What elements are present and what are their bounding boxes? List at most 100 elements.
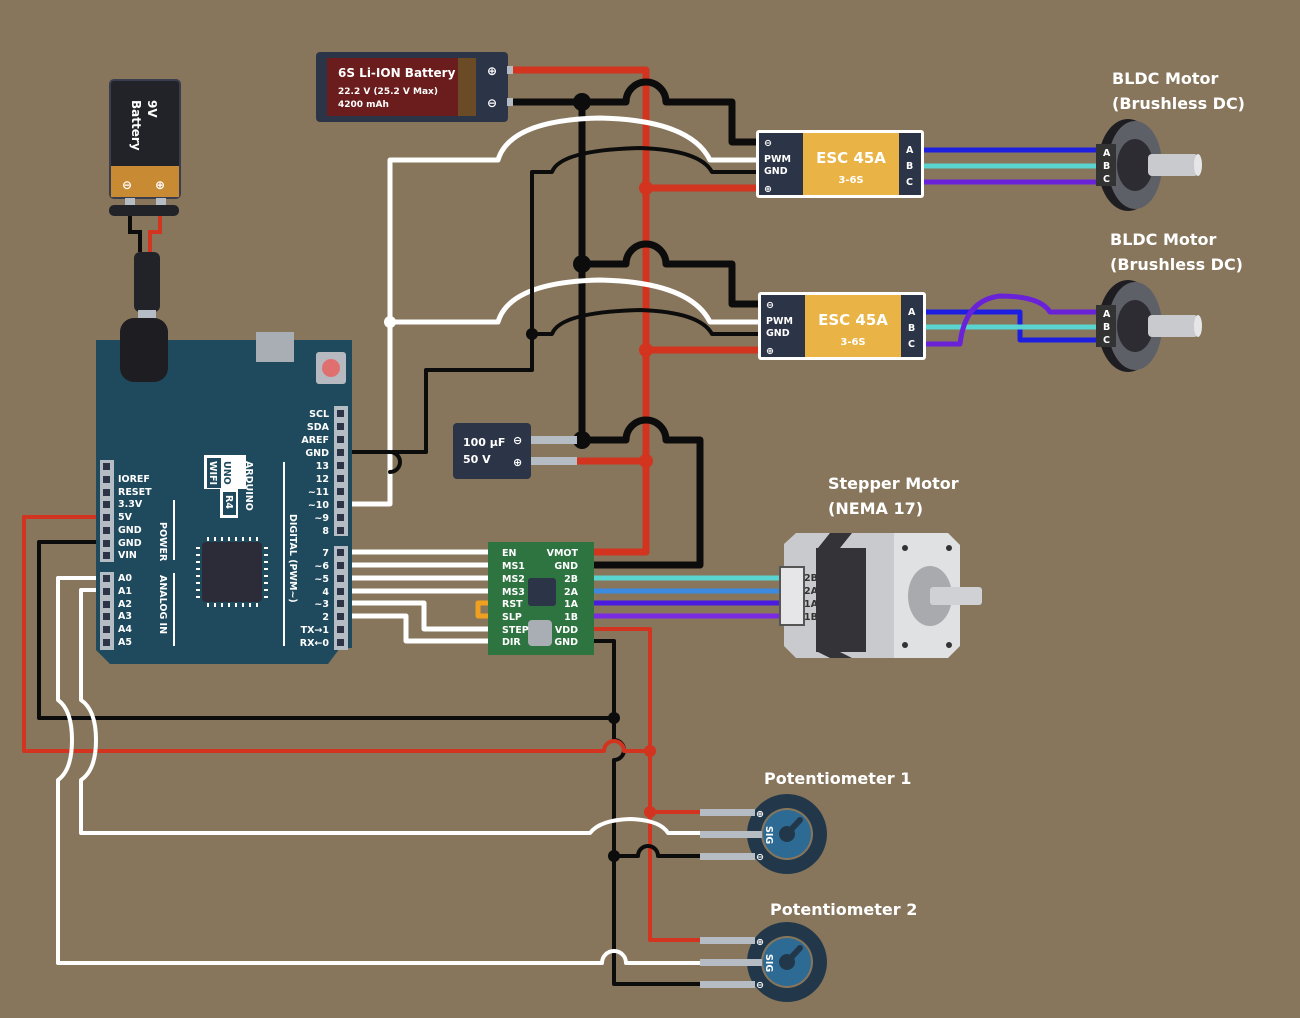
power-label: POWER — [157, 522, 168, 562]
battery-6s[interactable]: 6S Li-ION Battery 22.2 V (25.2 V Max) 42… — [316, 52, 513, 122]
wire-d3-step[interactable] — [349, 600, 493, 632]
potentiometer-1[interactable]: Potentiometer 1 ⊕ SIG ⊖ — [700, 769, 911, 874]
esc-2-a: A — [908, 307, 916, 318]
esc-1-a: A — [906, 145, 914, 156]
stepper-motor[interactable]: Stepper Motor (NEMA 17) 2B 2A 1A 1B — [779, 474, 982, 658]
pin-label: RX←0 — [300, 638, 330, 649]
pin-label: ~6 — [314, 561, 329, 572]
bldc-1-pin-a: A — [1103, 148, 1111, 159]
junction — [608, 850, 620, 862]
driver-pin: EN — [502, 548, 516, 559]
wire-driver-vdd[interactable] — [590, 627, 762, 942]
bldc-1-title: BLDC Motor — [1112, 69, 1219, 88]
pot-1-minus-icon: ⊖ — [756, 852, 764, 863]
driver-pin: VMOT — [547, 548, 579, 559]
esc-2[interactable]: ESC 45A 3-6S ⊖ PWM GND ⊕ A B C — [758, 292, 926, 360]
pot-2-title: Potentiometer 2 — [770, 900, 917, 919]
wire-5v-pot1[interactable] — [648, 749, 762, 814]
potentiometer-trim[interactable] — [528, 620, 552, 646]
pin-label: A0 — [118, 573, 132, 584]
junction — [573, 431, 591, 449]
battery-9v-plus-icon: ⊕ — [155, 178, 165, 192]
wire-rst-slp-jumper[interactable] — [475, 600, 493, 619]
stepper-title: Stepper Motor — [828, 474, 959, 493]
capacitor[interactable]: 100 µF 50 V ⊖ ⊕ — [453, 423, 577, 479]
wire-d2-dir[interactable] — [349, 613, 493, 644]
stepper-driver[interactable]: EN MS1 MS2 MS3 RST SLP STEP DIR VMOT GND… — [488, 542, 594, 655]
bldc-2-pin-b: B — [1103, 322, 1110, 333]
wire-esc2-negative[interactable] — [578, 240, 762, 308]
driver-pin: 1B — [564, 612, 578, 623]
driver-pin: STEP — [502, 625, 529, 636]
bldc-1-pin-b: B — [1103, 161, 1110, 172]
pin-label: IOREF — [118, 474, 150, 485]
esc-2-pwm: PWM — [766, 316, 793, 327]
wire-battery-negative[interactable] — [508, 98, 586, 444]
esc-1-minus-icon: ⊖ — [764, 138, 772, 149]
logo-brand: ARDUINO — [243, 461, 254, 511]
esc-1[interactable]: ESC 45A 3-6S ⊖ PWM GND ⊕ A B C — [756, 130, 924, 198]
esc-2-minus-icon: ⊖ — [766, 300, 774, 311]
driver-pin: GND — [554, 561, 578, 572]
pin-label: GND — [305, 448, 329, 459]
arduino-uno-r4-wifi[interactable]: SCL SDA AREF GND 13 12 ~11 ~10 ~9 8 7 ~6… — [96, 318, 352, 664]
pin-label: TX→1 — [301, 625, 329, 636]
driver-left-labels: EN MS1 MS2 MS3 RST SLP STEP DIR — [502, 548, 529, 648]
driver-pin: GND — [554, 637, 578, 648]
wire-pwm-esc1[interactable] — [349, 115, 759, 507]
pin-label: ~3 — [314, 599, 329, 610]
pin-label: 3.3V — [118, 499, 143, 510]
pin-label: A4 — [118, 624, 132, 635]
pin-label: 2 — [322, 612, 329, 623]
bldc-motor-2[interactable]: BLDC Motor (Brushless DC) A B C — [1096, 230, 1243, 372]
wire-gnd-pot1[interactable] — [612, 844, 762, 858]
wire-cap-negative[interactable] — [528, 416, 704, 569]
bldc-motor-1[interactable]: BLDC Motor (Brushless DC) A B C — [1096, 69, 1245, 211]
driver-pin: SLP — [502, 612, 522, 623]
pin-label: 4 — [322, 587, 329, 598]
capacitor-plus-icon: ⊕ — [513, 456, 522, 469]
wire-a0-pot2[interactable] — [56, 576, 762, 965]
bldc-2-pin-a: A — [1103, 309, 1111, 320]
pin-label: RESET — [118, 487, 152, 498]
junction — [384, 316, 396, 328]
wire-gnd-esc2[interactable] — [530, 308, 760, 336]
junction — [526, 328, 538, 340]
battery-6s-capacity: 4200 mAh — [338, 100, 389, 110]
mcu-pins — [196, 537, 268, 607]
esc-2-b: B — [908, 323, 915, 334]
pot-2-minus-icon: ⊖ — [756, 980, 764, 991]
potentiometer-2[interactable]: Potentiometer 2 ⊕ SIG ⊖ — [700, 900, 917, 1002]
logo-model: UNO — [221, 461, 232, 485]
pot-2-sig: SIG — [763, 954, 774, 972]
bldc-2-subtitle: (Brushless DC) — [1110, 255, 1243, 274]
stepper-subtitle: (NEMA 17) — [828, 499, 923, 518]
wire-gnd[interactable] — [37, 540, 616, 720]
pin-label: A1 — [118, 586, 132, 597]
wire-esc2-c[interactable] — [923, 293, 1103, 347]
esc-1-plus-icon: ⊕ — [764, 184, 772, 195]
wire-5v[interactable] — [22, 515, 652, 753]
analog-label: ANALOG IN — [157, 575, 168, 634]
wire-esc1-negative[interactable] — [578, 78, 760, 146]
esc-2-c: C — [908, 339, 915, 350]
esc-2-gnd: GND — [766, 328, 790, 339]
esc-1-c: C — [906, 177, 913, 188]
pin-label: A5 — [118, 637, 132, 648]
wire-a1-pot1[interactable] — [79, 588, 762, 835]
dc-jack — [120, 318, 168, 382]
junction — [639, 343, 653, 357]
battery-9v[interactable]: 9V Battery ⊖ ⊕ — [109, 79, 181, 318]
wire-gnd-esc1[interactable] — [350, 146, 758, 474]
battery-plus-icon: ⊕ — [487, 64, 497, 78]
bldc-2-pin-c: C — [1103, 335, 1110, 346]
pin-label: 8 — [322, 526, 329, 537]
wire-pwm-esc2[interactable] — [387, 277, 761, 325]
pin-label: SCL — [309, 409, 329, 420]
pin-label: VIN — [118, 550, 137, 561]
driver-pin: VDD — [555, 625, 578, 636]
battery-6s-name: 6S Li-ION Battery — [338, 66, 456, 80]
esc-1-b: B — [906, 161, 913, 172]
pot-1-plus-icon: ⊕ — [756, 809, 764, 820]
